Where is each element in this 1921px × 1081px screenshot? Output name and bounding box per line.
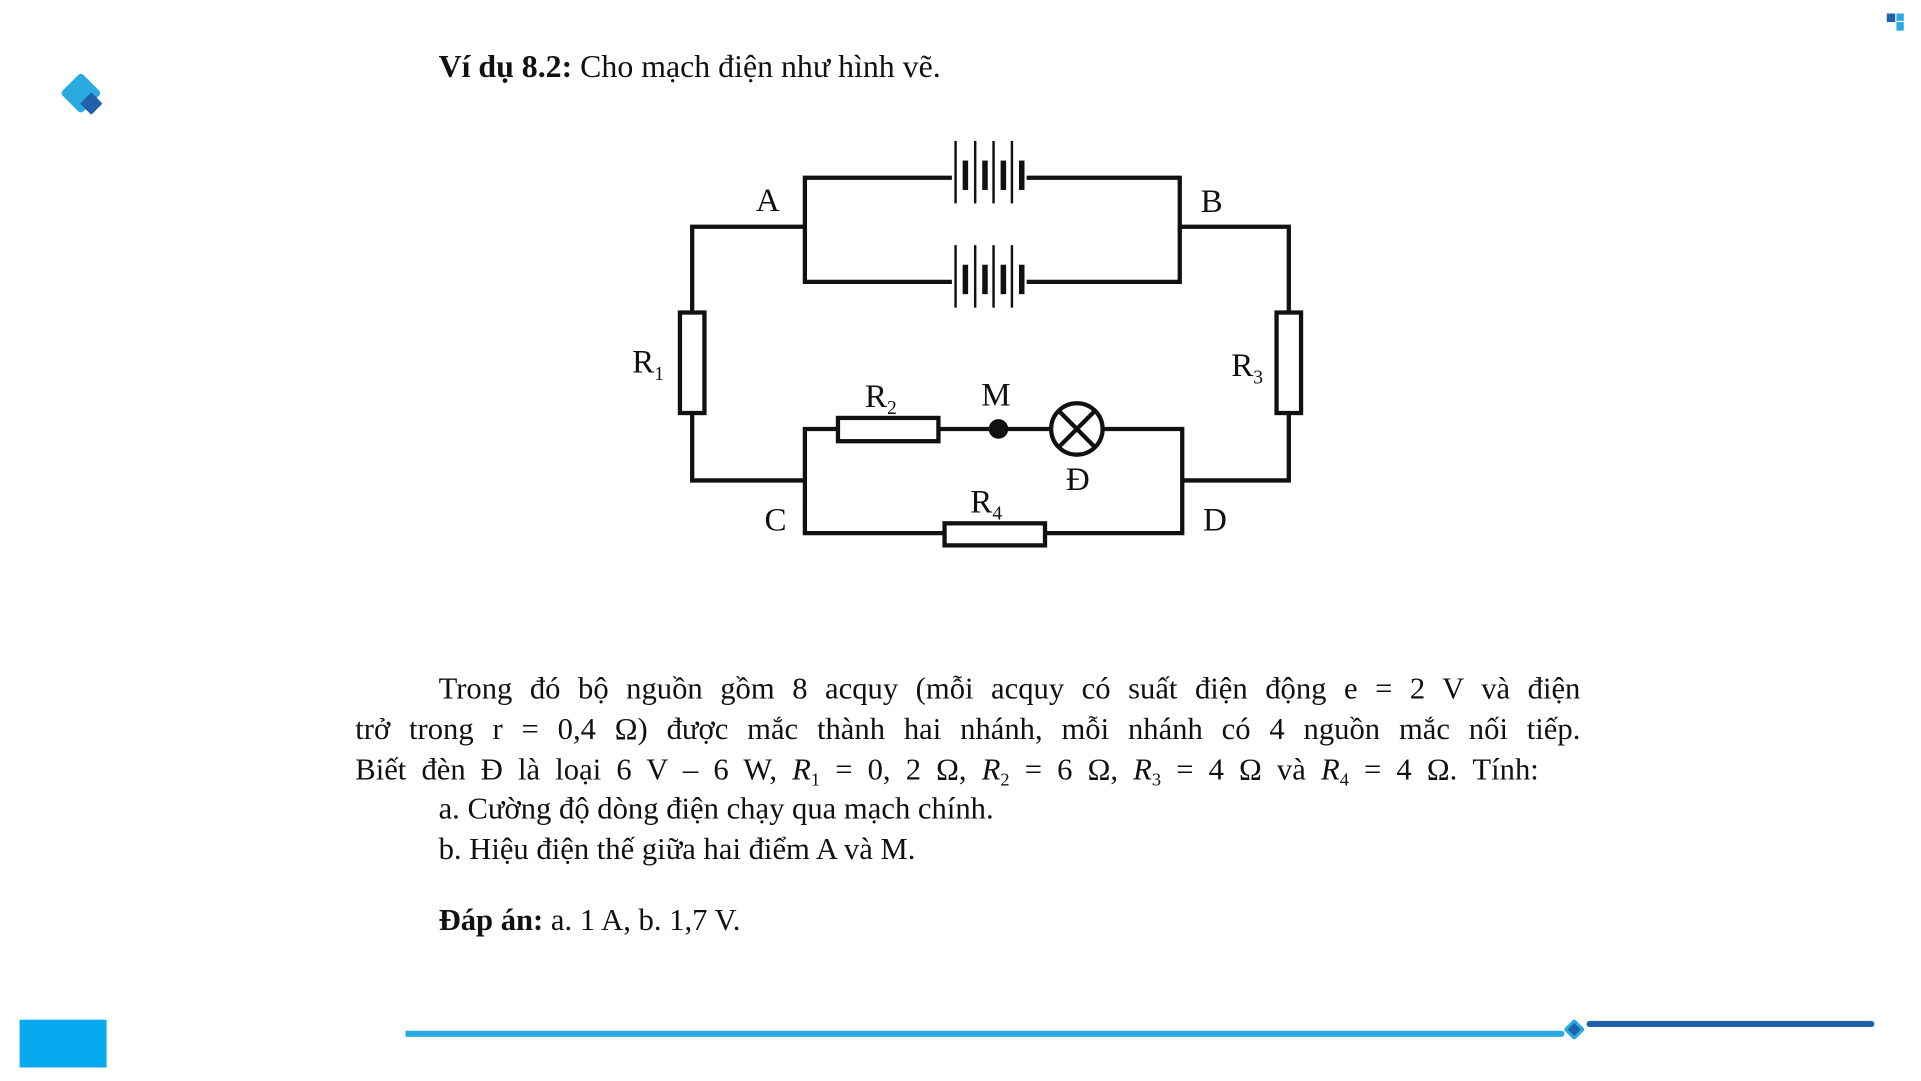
- r-symbol: R: [1320, 753, 1340, 787]
- body-line-1: Trong đó bộ nguồn gồm 8 acquy (mỗi acquy…: [438, 672, 1581, 706]
- r2-label: R2: [865, 379, 897, 419]
- r-symbol: R: [981, 753, 1001, 787]
- node-b-label: B: [1201, 184, 1223, 220]
- node-m-dot: [988, 419, 1009, 439]
- r2-value: = 6 Ω,: [1009, 753, 1119, 787]
- r4-sub: 4: [1339, 770, 1349, 791]
- footer-line-light: [405, 1030, 1565, 1037]
- footer-blue-box: [19, 1019, 107, 1068]
- answer-label: Đáp án:: [438, 904, 544, 938]
- r2-sub: 2: [1000, 770, 1010, 791]
- footer-line-dark: [1586, 1020, 1875, 1028]
- corner-squares-icon: [1886, 13, 1904, 31]
- lamp-label: Đ: [1066, 462, 1090, 498]
- logo-diamond-icon: [61, 73, 103, 115]
- r1-value: = 0, 2 Ω,: [820, 753, 967, 787]
- question-a: a. Cường độ dòng điện chạy qua mạch chín…: [438, 792, 994, 827]
- answer-text: a. 1 A, b. 1,7 V.: [550, 904, 741, 938]
- lamp-icon: [1048, 401, 1105, 457]
- resistor-r3: [1274, 310, 1304, 416]
- node-d-label: D: [1203, 503, 1227, 539]
- example-text: Cho mạch điện như hình vẽ.: [580, 49, 941, 85]
- r3-sub: 3: [1151, 770, 1162, 791]
- example-title: Ví dụ 8.2: Cho mạch điện như hình vẽ.: [439, 49, 941, 86]
- question-b: b. Hiệu điện thế giữa hai điểm A và M.: [438, 833, 916, 867]
- resistor-r4: [942, 521, 1048, 548]
- body-line-3: Biết đèn Đ là loại 6 V – 6 W, R1 = 0, 2 …: [355, 751, 1539, 791]
- r-symbol: R: [792, 753, 811, 787]
- r-symbol: R: [1133, 753, 1152, 787]
- r4-label: R4: [970, 484, 1002, 524]
- battery-top: [954, 140, 1025, 204]
- body-line-2: trở trong r = 0,4 Ω) được mắc thành hai …: [355, 713, 1581, 747]
- battery-bottom: [954, 245, 1025, 308]
- example-label: Ví dụ 8.2:: [438, 49, 573, 85]
- node-a-label: A: [756, 183, 780, 219]
- footer-diamond-icon: [1564, 1019, 1585, 1040]
- circuit-wires: [690, 175, 1291, 536]
- node-c-label: C: [764, 503, 786, 539]
- node-m-label: M: [981, 378, 1010, 414]
- resistor-r2: [835, 415, 941, 444]
- lamp-spec: Biết đèn Đ là loại 6 V – 6 W,: [355, 753, 778, 787]
- r1-label: R1: [632, 345, 664, 385]
- r3-label: R3: [1231, 348, 1263, 388]
- circuit-diagram: A B C D M Đ R1 R2 R3 R4: [632, 140, 1304, 548]
- resistor-r1: [677, 310, 707, 416]
- r3-value: = 4 Ω và: [1161, 753, 1306, 787]
- r1-sub: 1: [810, 770, 821, 791]
- answer: Đáp án: a. 1 A, b. 1,7 V.: [439, 902, 741, 941]
- r4-value: = 4 Ω. Tính:: [1348, 753, 1539, 787]
